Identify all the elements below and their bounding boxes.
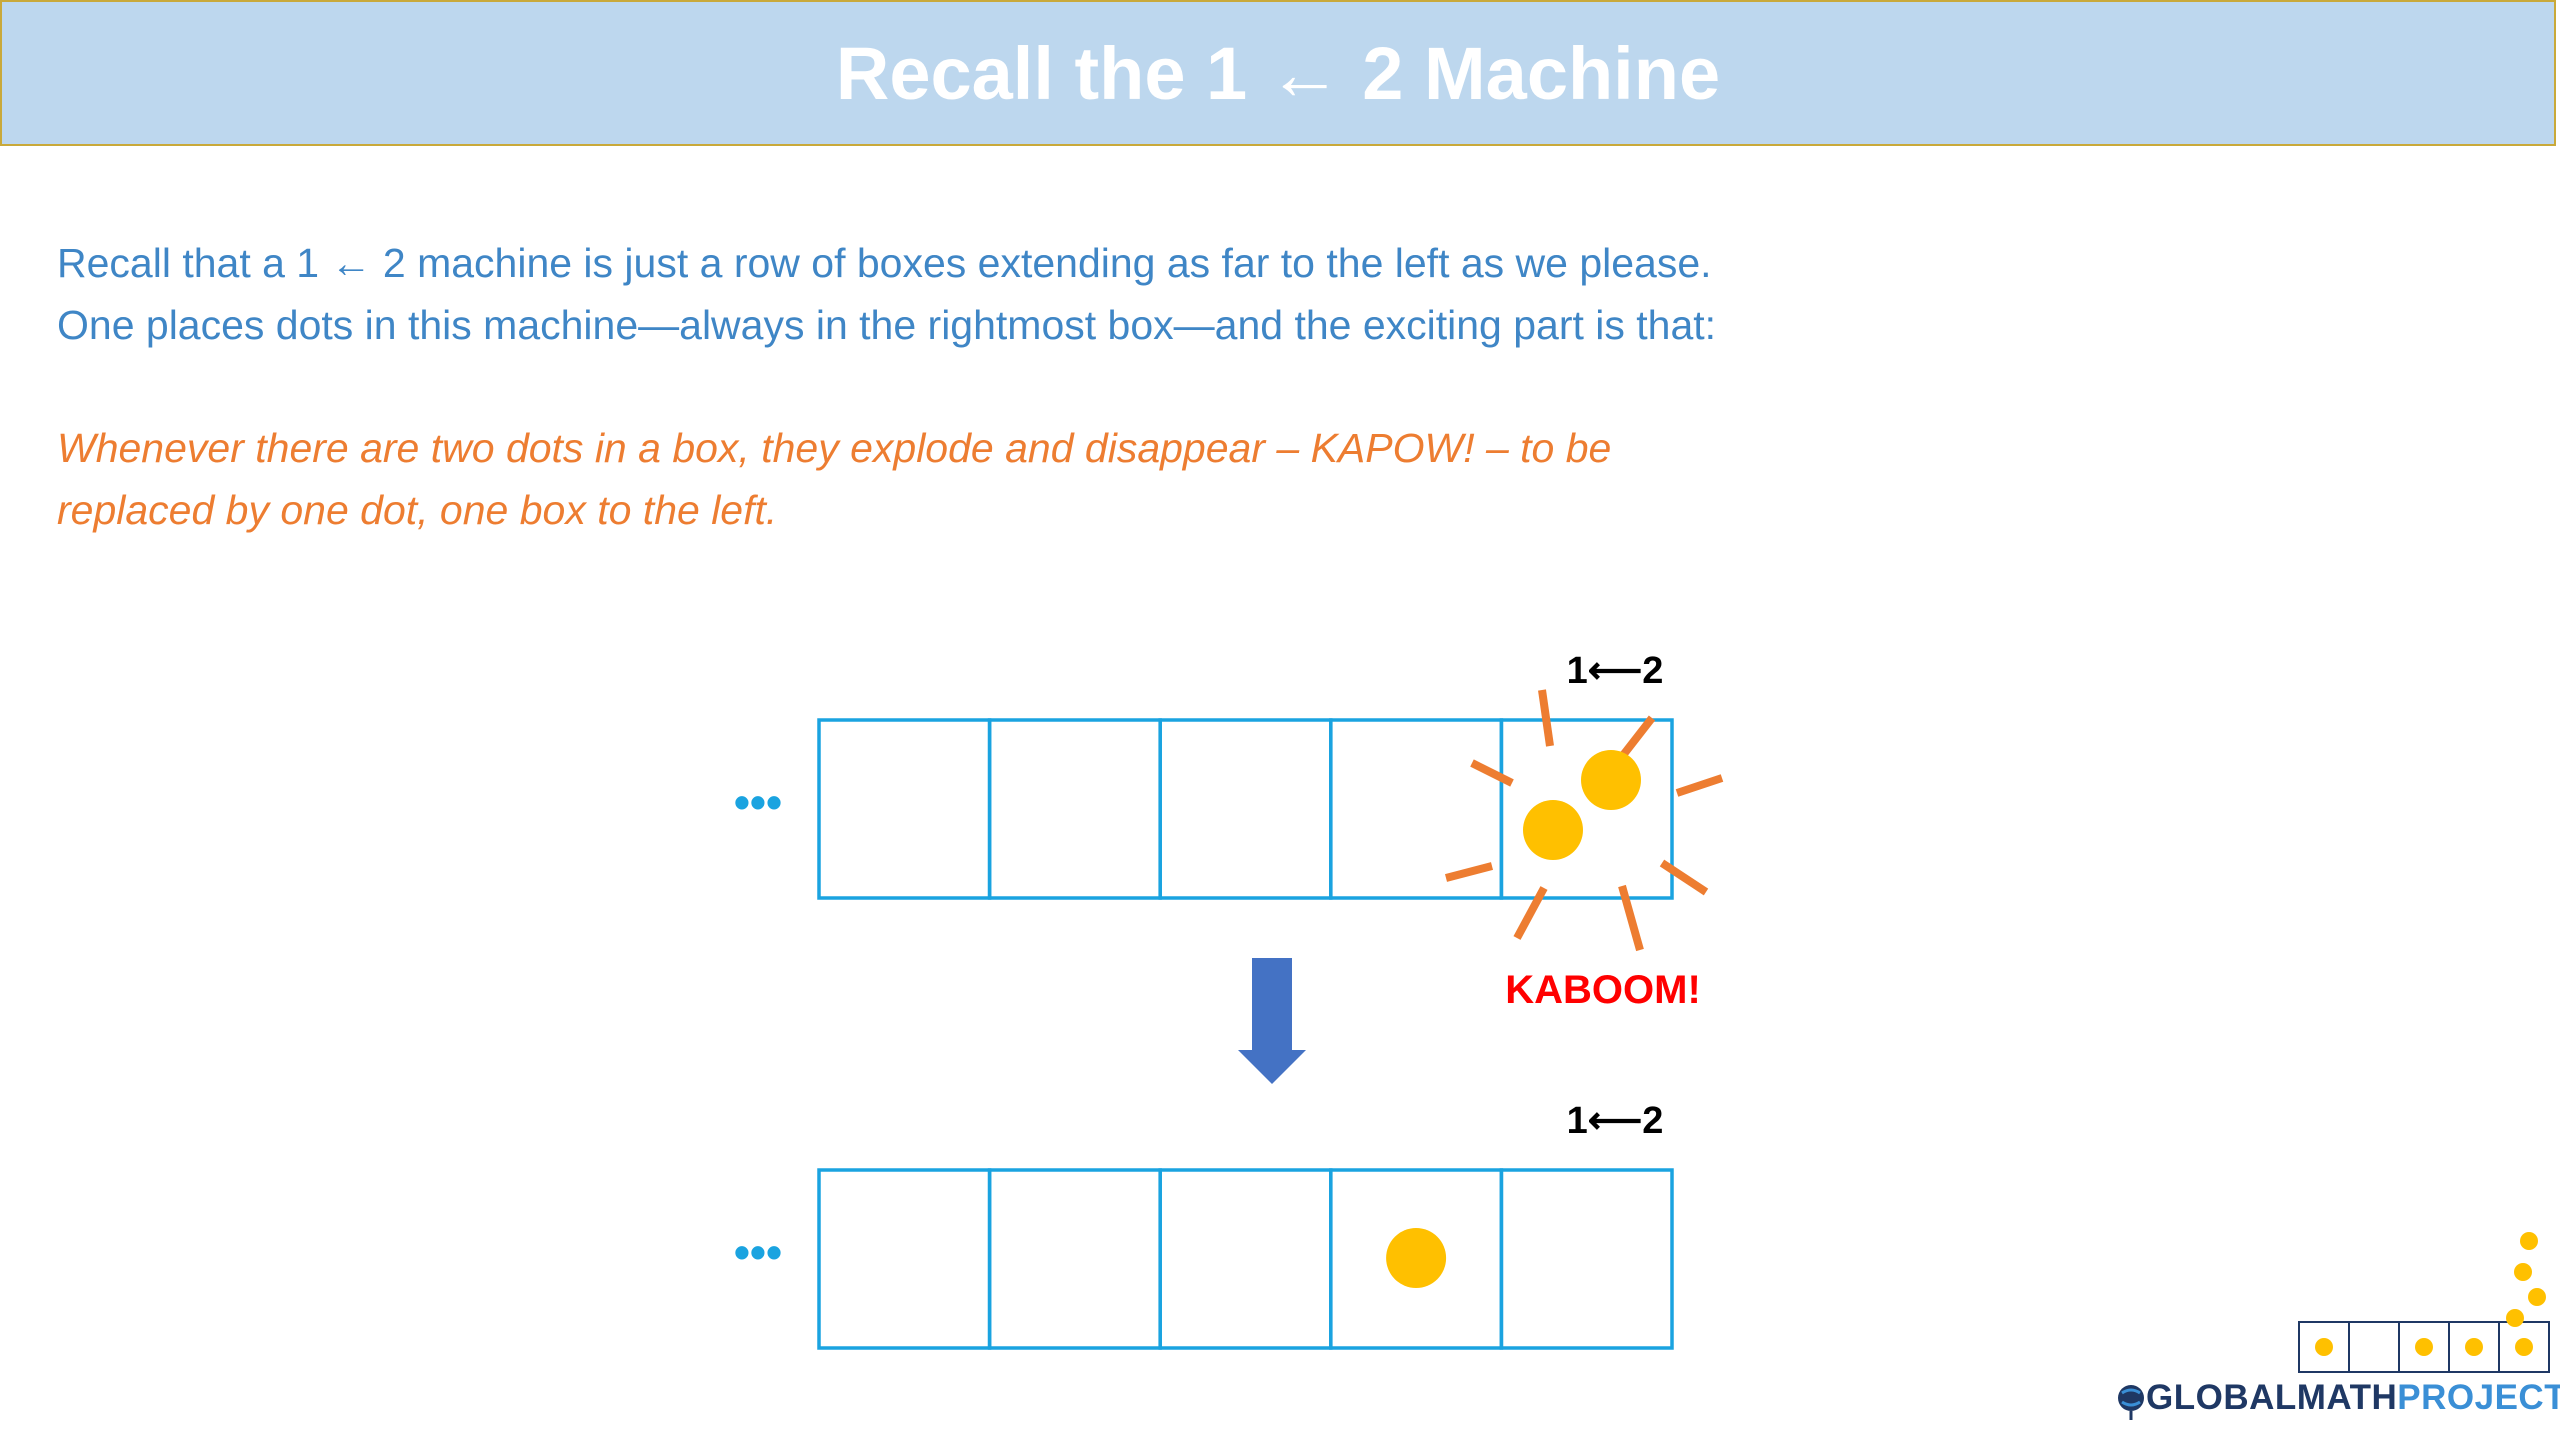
top-machine-box-3 xyxy=(1160,720,1331,898)
burst-ray-5 xyxy=(1446,866,1492,878)
logo-text-global: GLOBAL xyxy=(2146,1378,2297,1417)
top-machine: ••• 1⟵2 KABOOM! xyxy=(734,650,1722,1012)
top-machine-dots xyxy=(1523,750,1641,860)
logo-dot xyxy=(2465,1338,2483,1356)
bottom-machine-box-1 xyxy=(819,1170,990,1348)
burst-ray-4 xyxy=(1677,778,1722,793)
burst-ray-6 xyxy=(1517,888,1544,938)
bottom-machine-ellipsis: ••• xyxy=(734,1226,782,1278)
bottom-machine: ••• 1⟵2 xyxy=(734,1100,1672,1348)
globe-icon xyxy=(2118,1385,2144,1420)
burst-ray-8 xyxy=(1662,863,1706,892)
bottom-machine-label: 1⟵2 xyxy=(1567,1100,1664,1142)
burst-ray-3 xyxy=(1472,763,1512,783)
dot xyxy=(1523,800,1583,860)
kaboom-text: KABOOM! xyxy=(1505,968,1701,1012)
burst-ray-1 xyxy=(1542,690,1550,746)
logo-dot xyxy=(2515,1338,2533,1356)
logo-box xyxy=(2349,1322,2399,1372)
logo-machine-icon xyxy=(2299,1232,2549,1372)
logo-text-project: PROJECT xyxy=(2397,1378,2560,1417)
logo-dot xyxy=(2506,1309,2524,1327)
dot xyxy=(1581,750,1641,810)
top-machine-box-2 xyxy=(990,720,1161,898)
top-machine-label: 1⟵2 xyxy=(1567,650,1664,692)
top-machine-box-5 xyxy=(1501,720,1672,898)
logo-dot xyxy=(2315,1338,2333,1356)
kaboom-burst xyxy=(1446,690,1722,950)
logo-dot xyxy=(2520,1232,2538,1250)
logo-dot xyxy=(2528,1288,2546,1306)
logo-text-math: MATH xyxy=(2297,1378,2398,1417)
bottom-machine-boxes xyxy=(819,1170,1672,1348)
logo-dot xyxy=(2514,1263,2532,1281)
down-arrow-icon xyxy=(1238,958,1306,1084)
dot xyxy=(1386,1228,1446,1288)
bottom-machine-box-5 xyxy=(1501,1170,1672,1348)
top-machine-box-1 xyxy=(819,720,990,898)
bottom-machine-box-3 xyxy=(1160,1170,1331,1348)
global-math-project-logo: GLOBALMATHPROJECT xyxy=(2146,1378,2560,1418)
burst-ray-7 xyxy=(1622,886,1640,950)
logo-dot xyxy=(2415,1338,2433,1356)
bottom-machine-dots xyxy=(1386,1228,1446,1288)
bottom-machine-box-2 xyxy=(990,1170,1161,1348)
top-machine-ellipsis: ••• xyxy=(734,776,782,828)
